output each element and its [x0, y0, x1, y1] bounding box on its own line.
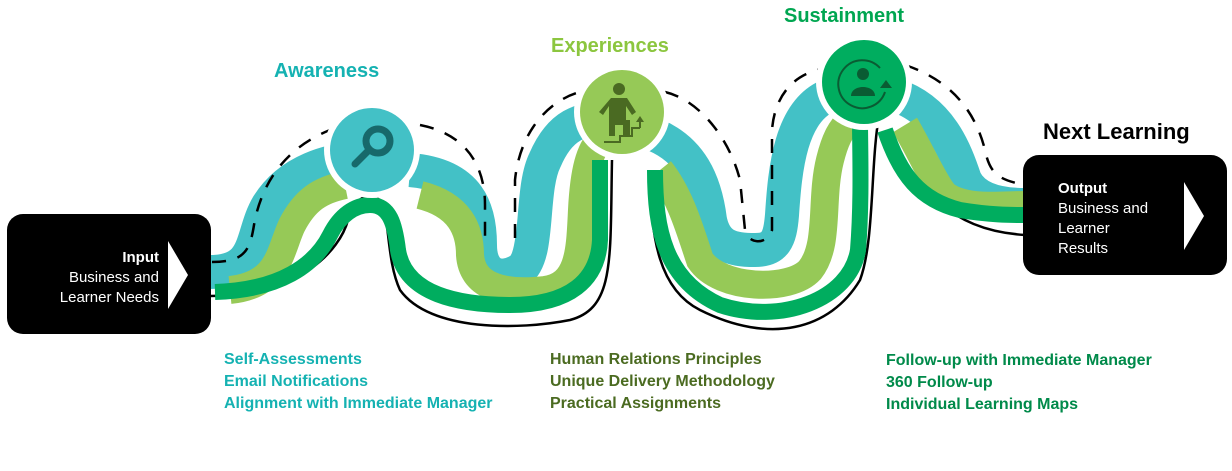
list-item: Email Notifications: [224, 373, 369, 390]
play-arrow-icon: [168, 241, 188, 309]
next-learning-title: Next Learning: [1043, 119, 1190, 144]
experiences-node: [574, 64, 670, 160]
awareness-node: [324, 102, 420, 198]
input-box: Input Business and Learner Needs: [7, 214, 211, 334]
list-item: Practical Assignments: [550, 395, 722, 412]
dashed-path: [211, 63, 1026, 264]
output-box: Output Business and Learner Results: [1023, 155, 1227, 275]
input-line-1: Business and: [68, 269, 159, 286]
output-heading: Output: [1058, 180, 1108, 197]
output-line-2: Learner: [1058, 220, 1110, 237]
green-band: [214, 119, 1026, 320]
list-item: Self-Assessments: [224, 351, 362, 368]
stage-title-experiences: Experiences: [551, 35, 669, 57]
input-line-2: Learner Needs: [59, 289, 159, 306]
output-line-1: Business and: [1058, 200, 1149, 217]
input-heading: Input: [122, 249, 159, 266]
list-item: Follow-up with Immediate Manager: [886, 352, 1152, 369]
stage-title-sustainment: Sustainment: [784, 5, 905, 27]
light-green-band: [227, 110, 1026, 306]
magnifier-icon: [351, 125, 394, 168]
stage-title-awareness: Awareness: [274, 60, 380, 82]
sustainment-items: Follow-up with Immediate Manager 360 Fol…: [886, 350, 1152, 416]
person-cycle-icon: [837, 59, 892, 110]
experiences-items: Human Relations Principles Unique Delive…: [550, 349, 775, 415]
list-item: Alignment with Immediate Manager: [224, 395, 493, 412]
list-item: 360 Follow-up: [886, 374, 993, 391]
list-item: Unique Delivery Methodology: [550, 373, 775, 390]
output-line-3: Results: [1058, 240, 1109, 257]
teal-band: [209, 78, 1026, 293]
awareness-items: Self-Assessments Email Notifications Ali…: [224, 349, 492, 415]
person-stairs-icon: [599, 83, 644, 143]
play-arrow-icon: [1184, 182, 1204, 250]
list-item: Individual Learning Maps: [886, 396, 1079, 413]
sustainment-node: [816, 34, 912, 130]
list-item: Human Relations Principles: [550, 351, 762, 368]
